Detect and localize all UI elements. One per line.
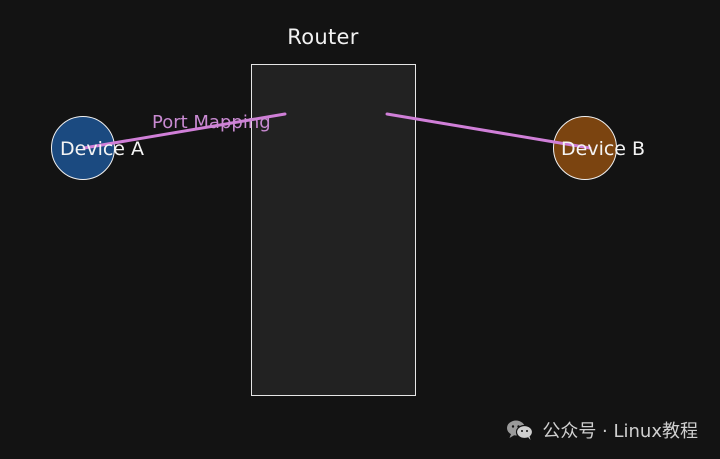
router-title: Router [287,25,359,49]
device-a-label: Device A [60,138,145,160]
watermark: 公众号 · Linux教程 [506,417,698,443]
wechat-icon [506,419,534,441]
watermark-text: 公众号 · Linux教程 [542,421,698,442]
device-b-label: Device B [561,138,646,160]
port-mapping-label: Port Mapping [152,112,271,133]
router-box [251,64,416,396]
